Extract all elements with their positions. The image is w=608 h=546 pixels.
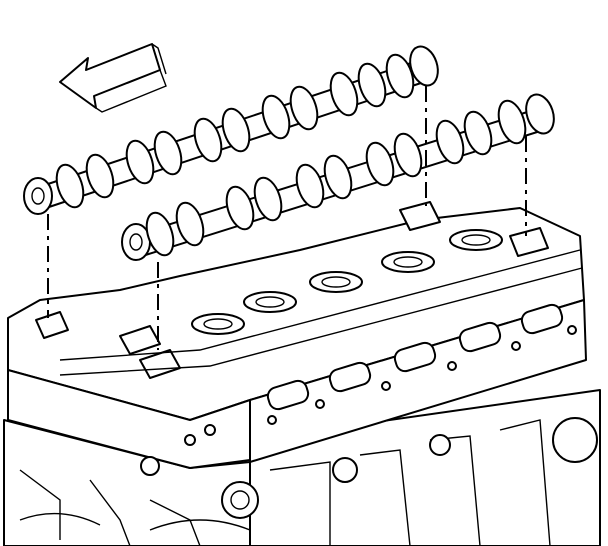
camshaft xyxy=(121,93,555,261)
alignment-line xyxy=(47,86,527,350)
arrow-left-icon xyxy=(59,43,167,113)
cylinder-head xyxy=(7,201,587,476)
camshaft xyxy=(23,45,439,215)
cam-lobe xyxy=(145,93,555,257)
engine-block xyxy=(3,389,601,546)
cam-lobe xyxy=(55,45,439,209)
